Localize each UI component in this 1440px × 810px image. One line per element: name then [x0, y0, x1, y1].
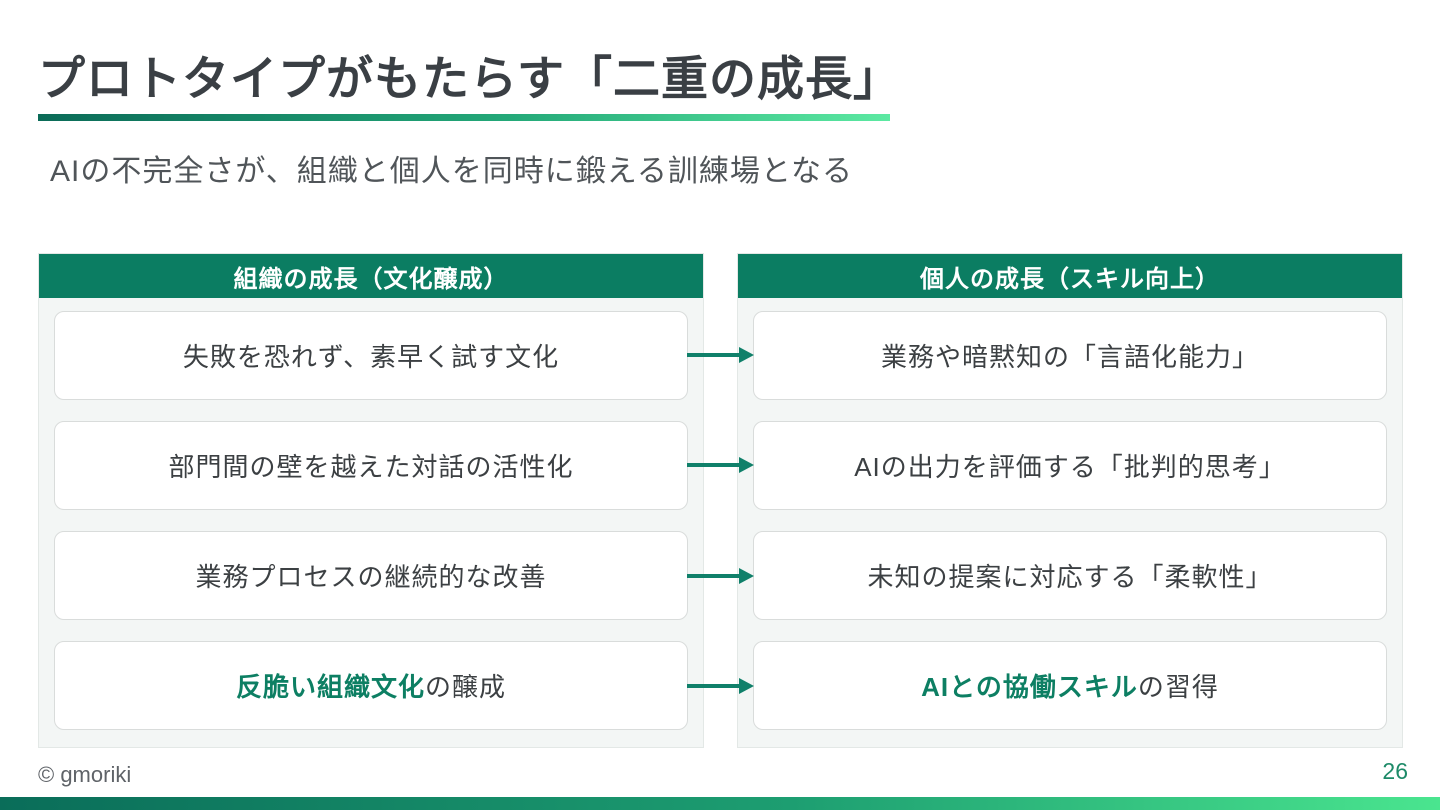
- panel-header-organization: 組織の成長（文化醸成）: [39, 254, 703, 298]
- panel-body-organization: 失敗を恐れず、素早く試す文化 部門間の壁を越えた対話の活性化 業務プロセスの継続…: [39, 298, 703, 747]
- card-ind-2-label: AIの出力を評価する「批判的思考」: [854, 452, 1286, 482]
- slide-subtitle: AIの不完全さが、組織と個人を同時に鍛える訓練場となる: [50, 155, 853, 188]
- page-title: プロトタイプがもたらす「二重の成長」: [38, 52, 902, 105]
- title-underline: [38, 114, 890, 121]
- card-ind-1: 業務や暗黙知の「言語化能力」: [753, 311, 1387, 400]
- card-org-3-label: 業務プロセスの継続的な改善: [195, 562, 547, 592]
- arrow-right-icon: [687, 678, 754, 694]
- card-org-4: 反脆い組織文化の醸成: [54, 641, 688, 730]
- card-ind-3-label: 未知の提案に対応する「柔軟性」: [867, 562, 1273, 592]
- card-ind-4-highlight: AIとの協働スキル: [921, 672, 1138, 702]
- arrow-right-icon: [687, 347, 754, 363]
- card-org-3: 業務プロセスの継続的な改善: [54, 531, 688, 620]
- panel-organization-growth: 組織の成長（文化醸成） 失敗を恐れず、素早く試す文化 部門間の壁を越えた対話の活…: [38, 253, 704, 748]
- card-org-4-label: 反脆い組織文化の醸成: [236, 667, 506, 704]
- card-org-4-rest: の醸成: [425, 672, 507, 702]
- arrow-right-icon: [687, 457, 754, 473]
- copyright-text: © gmoriki: [38, 762, 132, 787]
- arrow-right-icon: [687, 568, 754, 584]
- panel-header-individual: 個人の成長（スキル向上）: [738, 254, 1402, 298]
- card-org-1-label: 失敗を恐れず、素早く試す文化: [182, 342, 560, 372]
- page-number: 26: [1382, 758, 1408, 784]
- panel-body-individual: 業務や暗黙知の「言語化能力」 AIの出力を評価する「批判的思考」 未知の提案に対…: [738, 298, 1402, 747]
- card-ind-2: AIの出力を評価する「批判的思考」: [753, 421, 1387, 510]
- card-org-4-highlight: 反脆い組織文化: [235, 672, 425, 702]
- two-column-layout: 組織の成長（文化醸成） 失敗を恐れず、素早く試す文化 部門間の壁を越えた対話の活…: [38, 253, 1403, 748]
- card-org-2: 部門間の壁を越えた対話の活性化: [54, 421, 688, 510]
- card-org-1: 失敗を恐れず、素早く試す文化: [54, 311, 688, 400]
- bottom-accent-bar: [0, 797, 1440, 810]
- card-ind-4-rest: の習得: [1137, 672, 1219, 702]
- card-ind-3: 未知の提案に対応する「柔軟性」: [753, 531, 1387, 620]
- card-ind-4: AIとの協働スキルの習得: [753, 641, 1387, 730]
- card-org-2-label: 部門間の壁を越えた対話の活性化: [168, 452, 574, 482]
- panel-individual-growth: 個人の成長（スキル向上） 業務や暗黙知の「言語化能力」 AIの出力を評価する「批…: [737, 253, 1403, 748]
- card-ind-1-label: 業務や暗黙知の「言語化能力」: [880, 342, 1259, 372]
- card-ind-4-label: AIとの協働スキルの習得: [921, 667, 1219, 704]
